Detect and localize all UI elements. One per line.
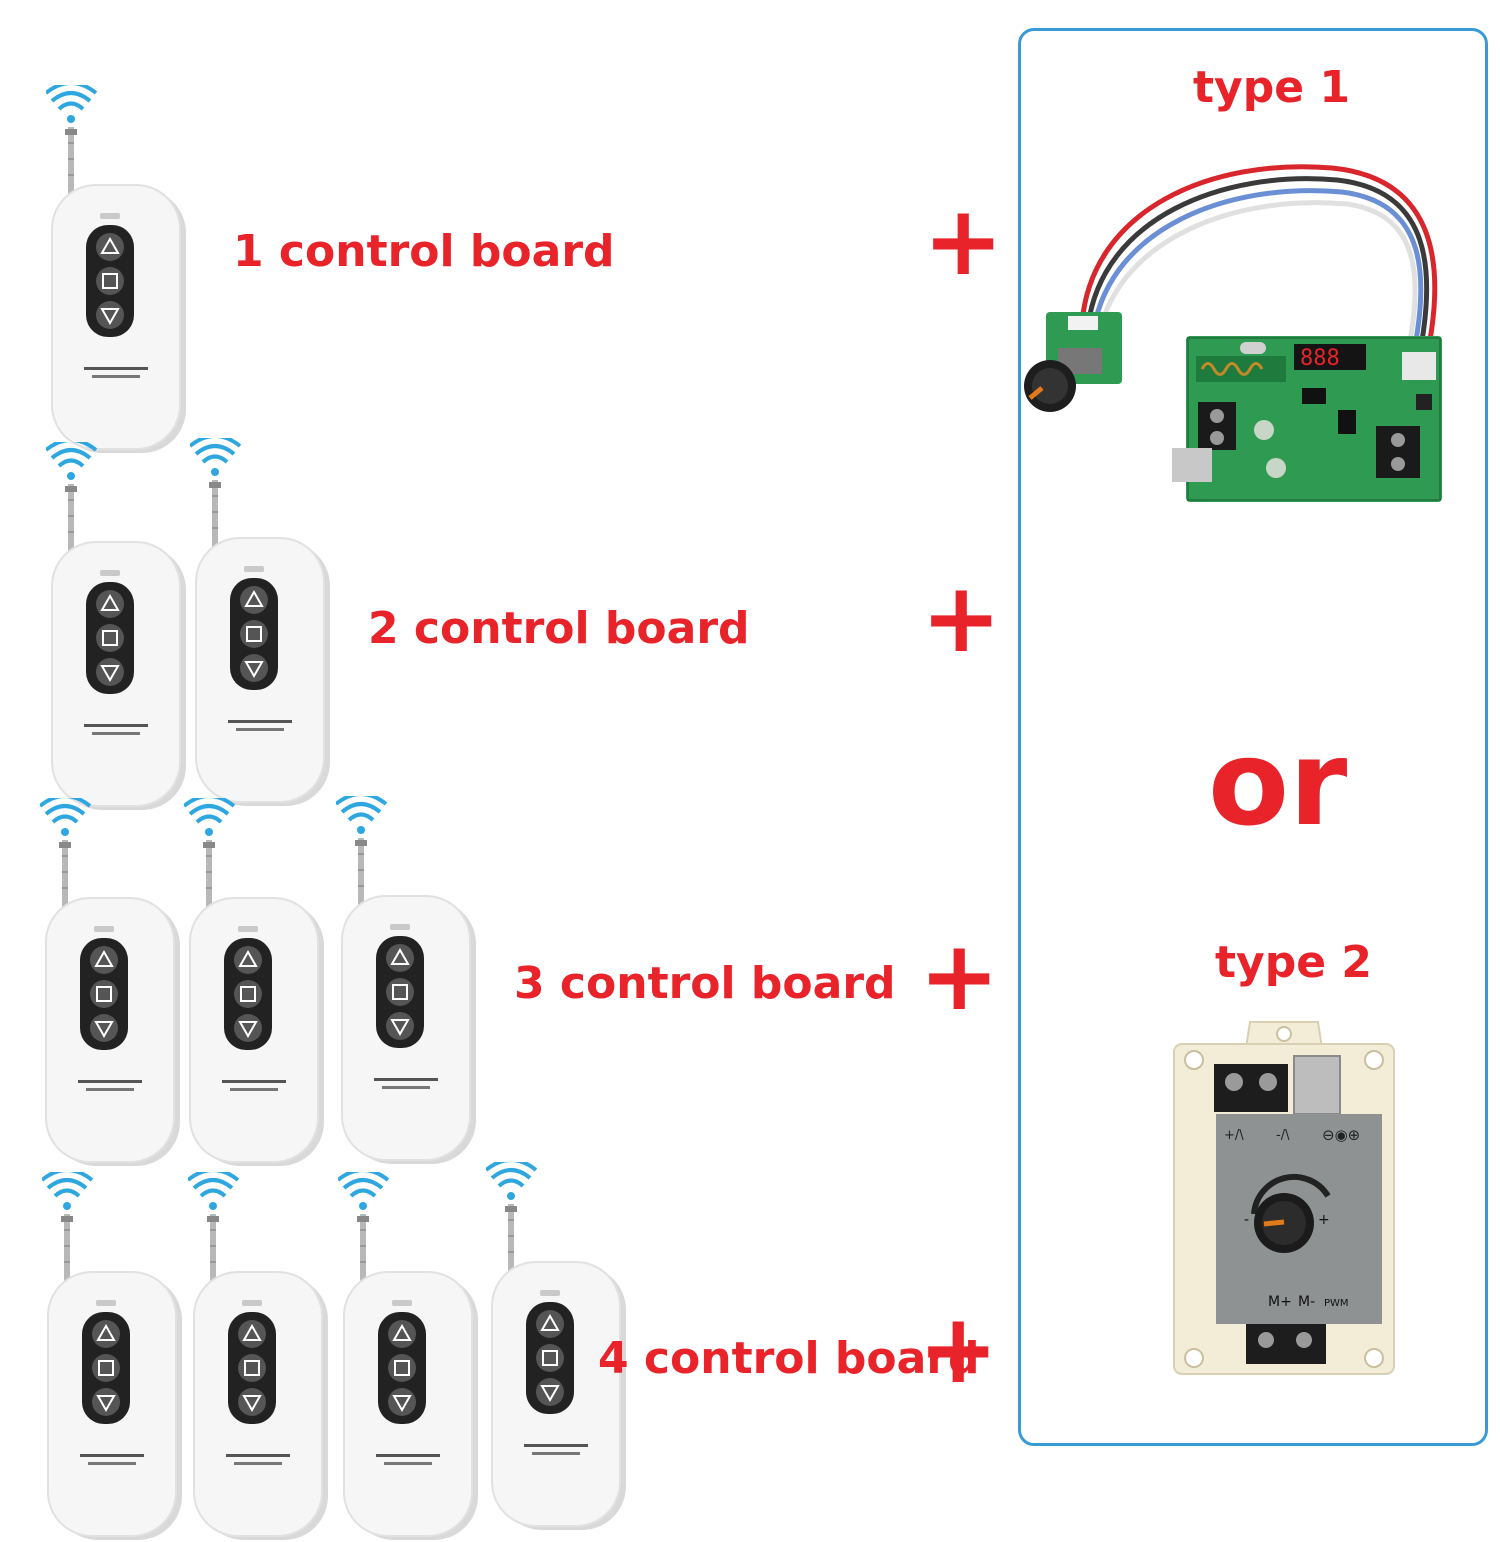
row-label-1: 1 control board <box>233 226 615 277</box>
or-label: or <box>1208 714 1348 852</box>
remote-control-image <box>188 1172 338 1542</box>
remote-control-image <box>184 798 334 1168</box>
plus-icon: + <box>921 562 1002 674</box>
plus-icon: + <box>919 920 1000 1032</box>
row-label-2: 2 control board <box>368 603 750 654</box>
knob-minus-label: - <box>1244 1212 1250 1228</box>
output-label-mplus: M+ <box>1268 1294 1292 1310</box>
remote-control-image <box>190 438 340 808</box>
type-1-label: type 1 <box>1193 62 1350 113</box>
terminal-label: -/\ <box>1276 1128 1290 1143</box>
remote-control-image <box>46 85 196 455</box>
plus-icon: + <box>923 185 1004 297</box>
row-label-3: 3 control board <box>514 958 896 1009</box>
svg-text:888: 888 <box>1300 346 1340 371</box>
row-label-4: 4 control board <box>598 1333 980 1384</box>
remote-control-image <box>46 442 196 812</box>
output-label-pwm: PWM <box>1324 1298 1349 1309</box>
controller-enclosure-image <box>1173 1021 1395 1375</box>
plus-icon: + <box>918 1293 999 1405</box>
remote-control-image <box>336 796 486 1166</box>
output-label-mminus: M- <box>1298 1294 1316 1310</box>
terminal-label: +/\ <box>1224 1128 1244 1143</box>
remote-control-image <box>42 1172 192 1542</box>
type-1-control-board-image: 888 <box>1024 164 1442 502</box>
remote-control-image <box>40 798 190 1168</box>
type-2-controller-module: +/\ -/\ ⊖◉⊕ - + M+ M- PWM <box>1172 1018 1396 1390</box>
options-panel <box>1018 28 1488 1446</box>
type-2-label: type 2 <box>1215 937 1372 988</box>
knob-plus-label: + <box>1318 1212 1330 1228</box>
terminal-label: ⊖◉⊕ <box>1322 1126 1361 1144</box>
remote-control-image <box>338 1172 488 1542</box>
